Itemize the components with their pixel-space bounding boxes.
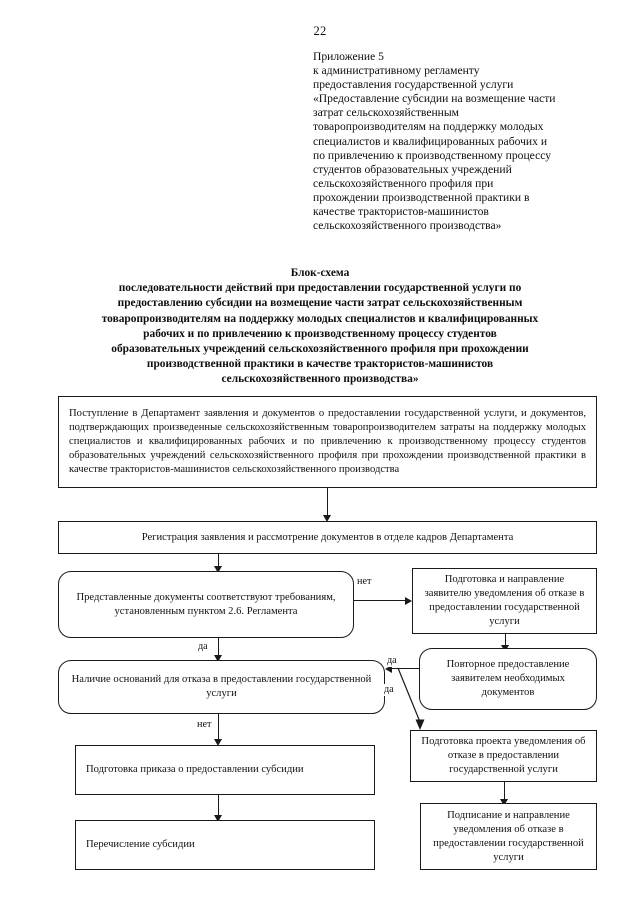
scheme-title-line: производственной практики в качестве тра… [146, 358, 494, 371]
node-compliance-check: Представленные документы соответствуют т… [58, 571, 354, 638]
scheme-title-line: сельскохозяйственного производства» [221, 373, 419, 386]
scheme-title-line: последовательности действий при предоста… [118, 282, 522, 295]
arrowhead-icon [405, 596, 412, 605]
appendix-line: предоставления государственной услуги [313, 78, 514, 92]
appendix-line: специалистов и квалифицированных рабочих… [313, 134, 548, 148]
appendix-line: прохождении производственной практики в [313, 190, 530, 204]
edge-label-yes-to-draft: да [383, 684, 395, 696]
node-refusal-signing: Подписание и направление уведомления об … [420, 803, 597, 870]
scheme-title-line: Блок-схема [290, 267, 350, 279]
edge-label-yes-from-resubmission: да [386, 655, 398, 667]
node-subsidy-transfer-label: Перечисление субсидии [86, 839, 195, 850]
connector-refusal-notice-to-resubmission [505, 634, 507, 648]
arrowhead-icon [323, 515, 331, 522]
node-intake-label: Поступление в Департамент заявления и до… [69, 408, 586, 475]
node-refusal-draft-label: Подготовка проекта уведомления об отказе… [421, 736, 586, 775]
edge-label-no-to-refusal: нет [356, 576, 373, 588]
appendix-line: студентов образовательных учреждений [313, 162, 512, 176]
node-refusal-draft: Подготовка проекта уведомления об отказе… [410, 730, 597, 782]
connector-resubmission-to-grounds [392, 668, 419, 670]
connector-grounds-to-order [218, 714, 220, 743]
arrowhead-icon [214, 739, 222, 746]
node-resubmission-label: Повторное предоставление заявителем необ… [446, 659, 570, 698]
page-number: 22 [313, 24, 327, 38]
appendix-header: Приложение 5 к административному регламе… [313, 50, 613, 233]
connector-order-to-transfer [218, 795, 220, 819]
arrowhead-icon [500, 799, 508, 806]
node-order-preparation-label: Подготовка приказа о предоставлении субс… [86, 764, 304, 775]
scheme-title-line: образовательных учреждений сельскохозяйс… [111, 343, 529, 356]
node-refusal-notice: Подготовка и направление заявителю уведо… [412, 568, 597, 634]
connector-intake-to-registration [327, 488, 329, 519]
arrowhead-icon [385, 664, 392, 673]
node-refusal-grounds: Наличие оснований для отказа в предостав… [58, 660, 385, 714]
appendix-line: «Предоставление субсидии на возмещение ч… [313, 92, 556, 106]
arrowhead-icon [214, 566, 222, 573]
appendix-line: сельскохозяйственного профиля при [313, 176, 494, 190]
appendix-line: качестве трактористов-машинистов [313, 205, 489, 219]
scheme-title: Блок-схема последовательности действий п… [40, 266, 600, 388]
node-subsidy-transfer: Перечисление субсидии [75, 820, 375, 870]
appendix-line: Приложение 5 [313, 50, 384, 63]
node-refusal-notice-label: Подготовка и направление заявителю уведо… [424, 574, 585, 627]
edge-label-no-to-order: нет [196, 719, 213, 731]
scheme-title-line: товаропроизводителям на поддержку молоды… [101, 312, 539, 325]
appendix-line: затрат сельскохозяйственным [313, 106, 460, 120]
scheme-title-line: рабочих и по привлечению к производствен… [143, 327, 497, 340]
appendix-line: по привлечению к производственному проце… [313, 148, 552, 162]
node-order-preparation: Подготовка приказа о предоставлении субс… [75, 745, 375, 795]
arrowhead-icon [214, 655, 222, 662]
connector-check-to-grounds [218, 638, 220, 660]
connector-registration-to-check [218, 554, 220, 571]
node-resubmission: Повторное предоставление заявителем необ… [419, 648, 597, 710]
connector-draft-to-signing [504, 782, 506, 803]
edge-label-yes-to-grounds: да [197, 641, 209, 653]
connector-check-to-refusal-notice [354, 600, 409, 602]
scheme-title-line: предоставлению субсидии на возмещение ча… [117, 297, 523, 310]
arrowhead-icon [214, 815, 222, 822]
node-registration-label: Регистрация заявления и рассмотрение док… [141, 531, 514, 543]
appendix-line: товаропроизводителям на поддержку молоды… [313, 120, 544, 134]
node-refusal-grounds-label: Наличие оснований для отказа в предостав… [71, 674, 372, 699]
appendix-line: к административному регламенту [313, 64, 480, 78]
node-registration: Регистрация заявления и рассмотрение док… [58, 521, 597, 554]
node-compliance-check-label: Представленные документы соответствуют т… [76, 591, 336, 617]
node-intake: Поступление в Департамент заявления и до… [58, 396, 597, 488]
appendix-line: сельскохозяйственного производства» [313, 219, 502, 233]
node-refusal-signing-label: Подписание и направление уведомления об … [433, 809, 584, 863]
